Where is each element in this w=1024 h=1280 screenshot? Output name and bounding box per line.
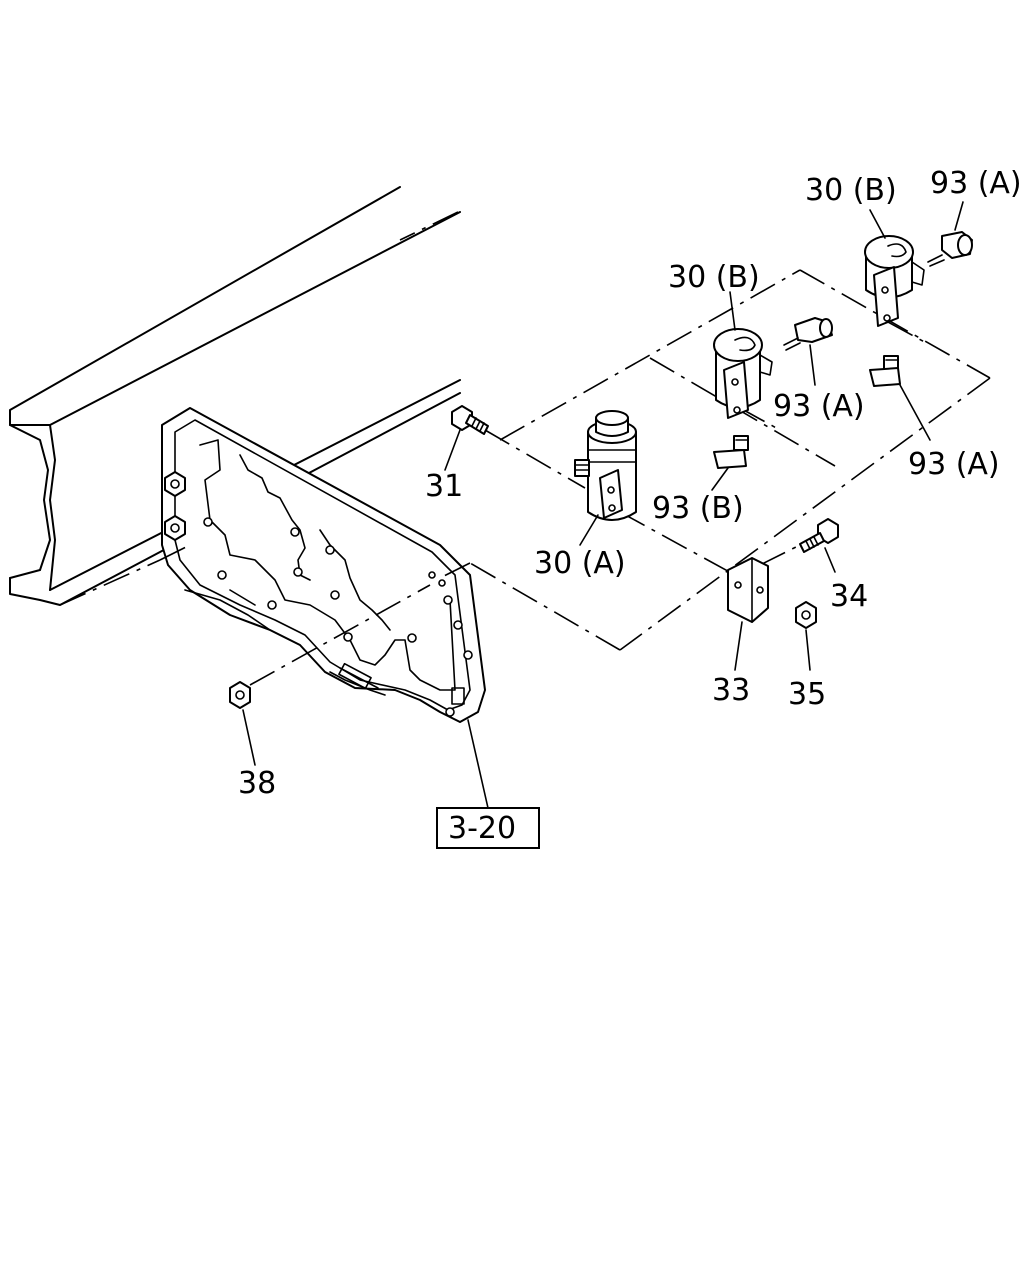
callout-labels: 30 (B) 93 (A) 30 (B) 93 (A) 93 (A) 31 93… bbox=[238, 166, 1022, 801]
fitting-93a-top bbox=[927, 231, 973, 267]
label-33: 33 bbox=[712, 673, 750, 708]
plate-stud-upper bbox=[164, 471, 186, 497]
label-93a-top: 93 (A) bbox=[930, 166, 1022, 201]
label-38: 38 bbox=[238, 766, 276, 801]
label-30b-middle: 30 (B) bbox=[668, 260, 760, 295]
fitting-93a-middle bbox=[783, 317, 833, 351]
cylinder-30a bbox=[574, 410, 637, 521]
reference-label: 3-20 bbox=[448, 811, 516, 846]
fitting-93b bbox=[713, 435, 749, 469]
label-31: 31 bbox=[425, 469, 463, 504]
mounting-plate bbox=[159, 407, 486, 723]
fitting-93a-lower bbox=[869, 355, 901, 387]
label-93a-middle: 93 (A) bbox=[773, 389, 865, 424]
bracket-33 bbox=[727, 557, 769, 623]
nut-38 bbox=[229, 681, 251, 709]
cylinder-30b-top bbox=[864, 235, 925, 327]
nut-35 bbox=[795, 601, 817, 629]
leader-lines bbox=[242, 201, 964, 809]
bolt-34 bbox=[799, 518, 839, 553]
label-30a: 30 (A) bbox=[534, 546, 626, 581]
label-34: 34 bbox=[830, 579, 868, 614]
plate-stud-lower bbox=[164, 515, 186, 541]
cylinder-30b-middle bbox=[713, 328, 773, 419]
label-30b-top: 30 (B) bbox=[805, 173, 897, 208]
cylinder-30a-fitting bbox=[574, 459, 590, 477]
label-93b: 93 (B) bbox=[652, 491, 744, 526]
reference-box[interactable]: 3-20 bbox=[436, 807, 540, 849]
label-93a-lower: 93 (A) bbox=[908, 447, 1000, 482]
label-35: 35 bbox=[788, 677, 826, 712]
bolt-31 bbox=[451, 405, 489, 435]
